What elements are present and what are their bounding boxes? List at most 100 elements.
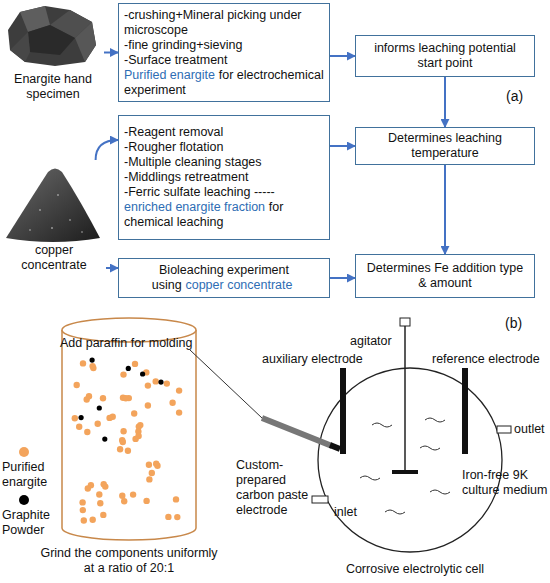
particle-dot bbox=[130, 491, 136, 497]
flow-arrow bbox=[444, 77, 446, 127]
particle-dot bbox=[176, 387, 182, 393]
particle-dot bbox=[121, 498, 127, 504]
reference-electrode-bar bbox=[462, 368, 468, 454]
particle-dot bbox=[126, 366, 131, 371]
highlight-text: Purified enargite bbox=[124, 68, 215, 82]
particle-dot bbox=[120, 371, 126, 377]
particle-dot bbox=[81, 517, 87, 523]
agitator-paddle bbox=[392, 470, 418, 474]
particle-dot bbox=[149, 470, 155, 476]
pile-speck bbox=[81, 231, 83, 233]
particle-dot bbox=[90, 517, 96, 523]
liquid-wave bbox=[372, 423, 392, 427]
node-text: -Reagent removal bbox=[124, 125, 324, 140]
flow-arrow bbox=[444, 165, 446, 254]
liquid-wave bbox=[385, 510, 405, 514]
node-text: Determines leaching temperature bbox=[361, 131, 529, 161]
particle-dot bbox=[153, 461, 159, 467]
process-box: -Reagent removal-Rougher flotation-Multi… bbox=[118, 115, 330, 240]
particle-dot bbox=[145, 402, 151, 408]
liquid-wave bbox=[420, 446, 440, 450]
liquid-wave bbox=[425, 418, 445, 422]
pile-speck bbox=[57, 194, 59, 196]
highlight-text: enriched enargite fraction bbox=[124, 200, 265, 214]
result-box: Determines leaching temperature bbox=[355, 127, 535, 165]
node-content: Determines leaching temperature bbox=[361, 131, 529, 161]
particle-dot bbox=[79, 415, 84, 420]
concentrate-node: copper concentrate bbox=[2, 160, 106, 278]
part-label: inlet bbox=[334, 505, 374, 520]
pile-speck bbox=[39, 209, 41, 211]
pile-speck bbox=[69, 219, 71, 221]
result-box: Determines Fe addition type & amount bbox=[355, 254, 535, 298]
particle-dot bbox=[80, 507, 86, 513]
part-label: outlet bbox=[514, 422, 550, 437]
particle-dot bbox=[135, 433, 141, 439]
leader-line bbox=[190, 350, 262, 418]
particle-dot bbox=[143, 498, 149, 504]
node-content: Enargite hand specimen bbox=[2, 2, 104, 102]
particle-dot bbox=[96, 491, 102, 497]
node-text: -Rougher flotation bbox=[124, 140, 324, 155]
rock-facet bbox=[10, 32, 30, 62]
rock-facet bbox=[75, 22, 96, 62]
particle-dot bbox=[120, 428, 126, 434]
process-box: -crushing+Mineral picking under microsco… bbox=[118, 3, 330, 102]
node-content: -Reagent removal-Rougher flotation-Multi… bbox=[124, 125, 324, 230]
particle-dot bbox=[106, 415, 112, 421]
enargite-specimen bbox=[8, 6, 96, 66]
particle-dot bbox=[137, 422, 143, 428]
part-label: Iron-free 9K culture medium bbox=[462, 468, 548, 498]
panel-label: (b) bbox=[505, 315, 535, 332]
part-label: Corrosive electrolytic cell bbox=[330, 562, 500, 577]
flow-arrow bbox=[106, 267, 118, 269]
specimen-node: Enargite hand specimen bbox=[2, 2, 104, 102]
part-label: agitator bbox=[350, 334, 400, 349]
part-label: auxiliary electrode bbox=[262, 352, 372, 367]
particle-dot bbox=[102, 437, 107, 442]
pile-speck bbox=[51, 227, 53, 229]
particle-dot bbox=[153, 378, 159, 384]
particle-dot bbox=[76, 424, 82, 430]
agitator-shaft bbox=[404, 326, 406, 472]
particle-dot bbox=[146, 462, 152, 468]
cylinder-body bbox=[62, 330, 196, 540]
legend-text: Graphite Powder bbox=[2, 508, 60, 538]
node-content: copper concentrate bbox=[2, 160, 106, 273]
node-text: -Ferric sulfate leaching ----- bbox=[124, 185, 275, 199]
highlight-text: copper concentrate bbox=[185, 278, 292, 292]
particle-dot bbox=[90, 358, 95, 363]
outlet-tube bbox=[497, 426, 511, 433]
carbon-paste-tip bbox=[330, 445, 340, 449]
particle-dot bbox=[80, 360, 86, 366]
node-text: -Middlings retreatment bbox=[124, 170, 324, 185]
rock-facet bbox=[28, 25, 75, 55]
particle-dot bbox=[131, 410, 137, 416]
particle-dot bbox=[101, 481, 107, 487]
pile-speck bbox=[29, 229, 31, 231]
particle-dot bbox=[140, 371, 145, 376]
process-box: Bioleaching experiment usingcopper conce… bbox=[118, 258, 330, 298]
part-label: reference electrode bbox=[432, 352, 550, 367]
node-text: -Surface treatment bbox=[124, 53, 324, 68]
inlet-tube bbox=[312, 496, 328, 503]
node-text: -crushing+Mineral picking under microsco… bbox=[124, 8, 324, 38]
particle-dot bbox=[158, 380, 163, 385]
particle-dot bbox=[79, 499, 85, 505]
concentrate-pile bbox=[6, 169, 100, 243]
particle-dot bbox=[174, 514, 180, 520]
particle-dot bbox=[86, 393, 92, 399]
flow-arrow bbox=[330, 145, 355, 147]
particle-dot bbox=[165, 514, 171, 520]
particle-dot bbox=[100, 395, 106, 401]
particle-dot bbox=[117, 446, 123, 452]
node-text: -Multiple cleaning stages bbox=[124, 155, 324, 170]
part-label: Grind the components uniformly at a rati… bbox=[34, 546, 224, 576]
legend-swatch bbox=[19, 495, 29, 505]
particle-dot bbox=[164, 380, 170, 386]
agitator-head bbox=[400, 318, 410, 326]
node-content: Bioleaching experiment usingcopper conce… bbox=[124, 263, 324, 293]
legend-swatch bbox=[19, 447, 29, 457]
part-label: Custom-prepared carbon paste electrode bbox=[236, 458, 316, 518]
